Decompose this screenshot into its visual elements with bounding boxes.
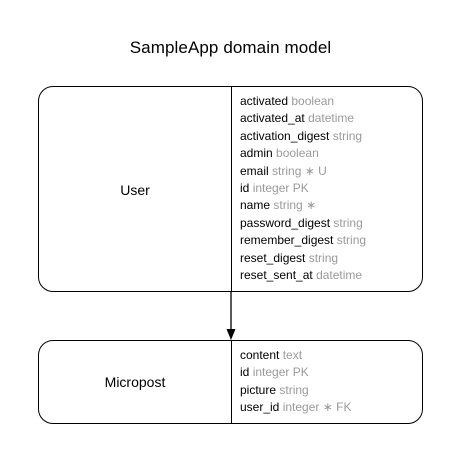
attribute-type: string <box>336 233 367 248</box>
attribute-type: integer <box>252 180 290 195</box>
attribute-row: picture string <box>240 382 351 399</box>
attribute-name: remember_digest <box>240 233 334 248</box>
entity-divider <box>231 341 232 423</box>
attribute-name: content <box>240 348 280 362</box>
attribute-key: ∗ <box>306 198 317 213</box>
attribute-type: boolean <box>276 146 319 161</box>
attribute-row: reset_digest string <box>240 250 366 267</box>
attribute-name: user_id <box>240 400 280 415</box>
attribute-row: id integer PK <box>240 364 351 381</box>
attribute-type: boolean <box>291 94 335 108</box>
attribute-row: content text <box>240 347 351 364</box>
attribute-key: ∗ U <box>304 163 327 178</box>
attribute-name: activated <box>240 94 289 108</box>
attribute-row: email string ∗ U <box>240 163 366 180</box>
attribute-type: string <box>272 163 302 178</box>
attribute-type: text <box>282 348 303 362</box>
attribute-type: datetime <box>316 267 363 282</box>
attribute-name: id <box>240 365 250 380</box>
attribute-row: activated boolean <box>240 93 366 110</box>
attribute-name: password_digest <box>240 215 331 230</box>
attribute-key: ∗ FK <box>322 400 352 415</box>
attribute-type: integer <box>252 365 290 380</box>
attribute-name: name <box>240 198 271 213</box>
attribute-key: PK <box>292 365 309 380</box>
attribute-type: string <box>333 215 363 230</box>
attribute-type: string <box>273 198 303 213</box>
attribute-row: remember_digest string <box>240 232 366 249</box>
attribute-name: activated_at <box>240 111 305 126</box>
attribute-row: password_digest string <box>240 215 366 232</box>
attribute-row: name string ∗ <box>240 197 366 214</box>
attribute-name: picture <box>240 382 277 397</box>
attribute-type: string <box>332 128 363 143</box>
diagram-title: SampleApp domain model <box>129 38 332 57</box>
attribute-row: admin boolean <box>240 145 366 162</box>
attribute-name: email <box>240 163 269 178</box>
attribute-key: PK <box>292 180 309 195</box>
attribute-row: reset_sent_at datetime <box>240 267 366 284</box>
entity-divider <box>231 87 232 291</box>
attribute-type: integer <box>282 400 320 415</box>
attribute-row: user_id integer ∗ FK <box>240 399 351 416</box>
attribute-row: activated_at datetime <box>240 110 366 127</box>
entity-name: Micropost <box>104 374 166 390</box>
relationship-arrowhead <box>226 329 236 340</box>
attribute-type: string <box>308 250 339 265</box>
entity-name: User <box>120 182 150 198</box>
attribute-type: string <box>279 382 309 397</box>
attribute-name: activation_digest <box>240 128 330 143</box>
attribute-row: id integer PK <box>240 180 366 197</box>
attribute-name: reset_digest <box>240 250 306 265</box>
attribute-type: datetime <box>308 111 355 126</box>
attribute-name: admin <box>240 146 273 161</box>
attribute-name: id <box>240 180 250 195</box>
attribute-row: activation_digest string <box>240 128 366 145</box>
attribute-name: reset_sent_at <box>240 267 313 282</box>
